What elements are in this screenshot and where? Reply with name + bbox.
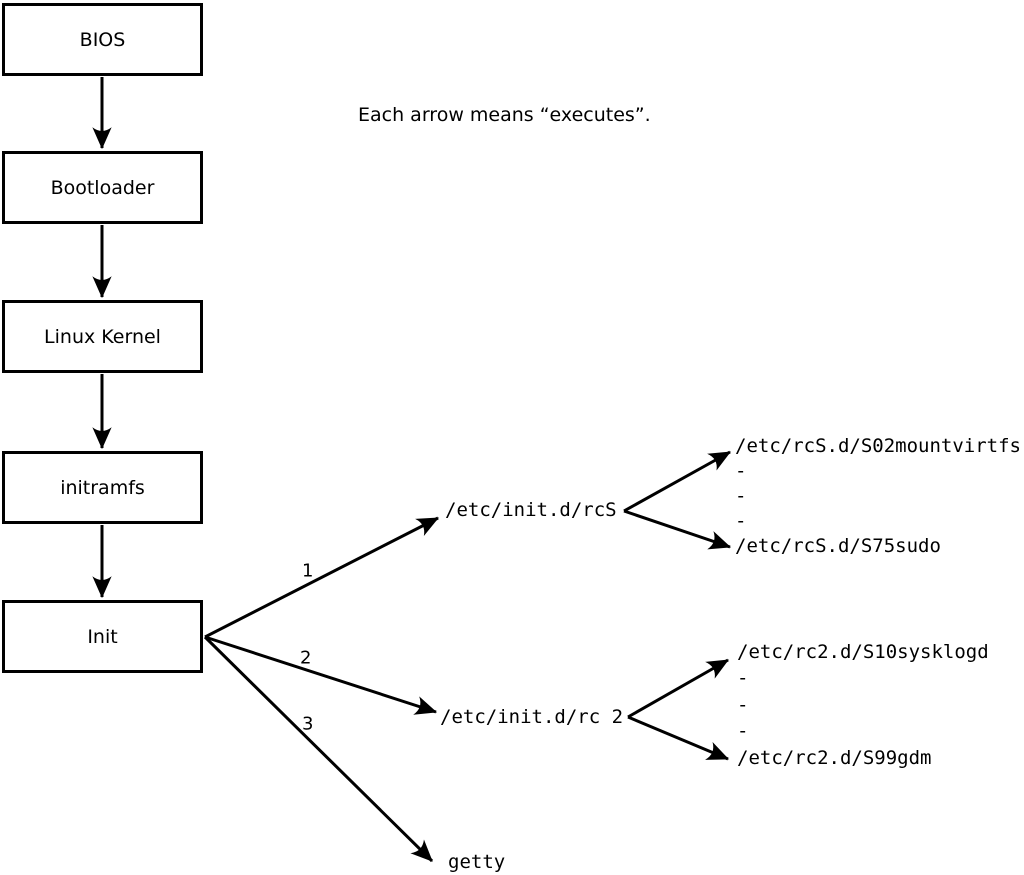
box-linux-kernel-label: Linux Kernel [44,325,161,348]
rcs-script-row: /etc/rcS.d/S75sudo [735,535,941,557]
target-getty: getty [448,851,506,873]
rcs-script-row-dash: - [735,485,747,507]
box-init: Init [2,600,203,673]
arrow-init-to-rcs [204,516,439,639]
box-bootloader: Bootloader [2,151,203,224]
rc2-script-row-dash: - [737,694,749,716]
box-initramfs: initramfs [2,451,203,524]
arrow-rc2-to-s99gdm [627,715,730,761]
rc2-script-row-dash: - [737,667,749,689]
box-bios: BIOS [2,3,203,76]
branch-number-3: 3 [302,713,314,735]
rc2-script-row-dash: - [737,720,749,742]
box-init-label: Init [87,625,118,648]
arrow-init-to-rc2 [204,635,438,715]
target-etc-init-d-rc2: /etc/init.d/rc 2 [440,706,624,728]
box-linux-kernel: Linux Kernel [2,300,203,373]
rcs-script-row: /etc/rcS.d/S02mountvirtfs [735,435,1021,457]
rc2-script-row: /etc/rc2.d/S10sysklogd [737,641,989,663]
arrow-rc2-to-s10sysklogd [627,658,729,719]
arrow-init-to-getty [203,635,434,863]
caption: Each arrow means “executes”. [358,104,651,126]
branch-number-2: 2 [300,647,312,669]
arrow-rcs-to-s75sudo [623,509,732,550]
box-bios-label: BIOS [79,28,126,51]
arrow-rcs-to-s02mountvirtfs [623,450,731,513]
rc2-script-row: /etc/rc2.d/S99gdm [737,747,932,769]
rcs-script-row-dash: - [735,510,747,532]
target-etc-init-d-rcs: /etc/init.d/rcS [445,499,617,521]
rcs-script-row-dash: - [735,460,747,482]
box-initramfs-label: initramfs [60,476,145,499]
branch-number-1: 1 [302,560,314,582]
box-bootloader-label: Bootloader [50,176,155,199]
